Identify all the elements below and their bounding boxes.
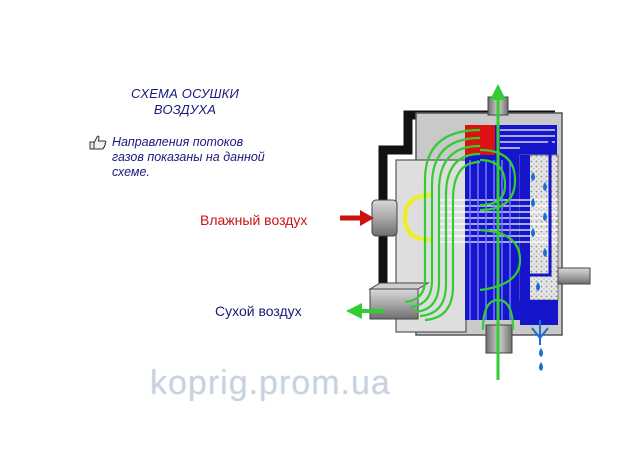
- pointing-hand-icon: [89, 135, 107, 150]
- dry-air-arrow: [346, 303, 384, 319]
- wet-air-label: Влажный воздух: [200, 212, 308, 228]
- outlet-pipe: [368, 282, 430, 320]
- yellow-inlet-flow: [402, 193, 433, 242]
- note-line-3: схеме.: [112, 165, 150, 179]
- drain-valve-icon: [531, 320, 549, 371]
- cold-flow-arrow: [520, 138, 557, 277]
- green-vertical-flow: [481, 84, 515, 380]
- dry-air-label: Сухой воздух: [215, 303, 302, 319]
- condensate-drops: [531, 172, 547, 291]
- flow-direction-note: Направления потоков газов показаны на да…: [112, 135, 287, 180]
- diagram-title: СХЕМА ОСУШКИ ВОЗДУХА: [100, 86, 270, 118]
- note-line-1: Направления потоков: [112, 135, 244, 149]
- title-line-2: ВОЗДУХА: [153, 102, 217, 117]
- note-line-2: газов показаны на данной: [112, 150, 265, 164]
- condensate-pipe: [557, 267, 591, 285]
- watermark: koprig.prom.ua: [150, 364, 391, 402]
- vertical-plates: [469, 160, 511, 320]
- inlet-pipe: [371, 199, 398, 237]
- title-line-1: СХЕМА ОСУШКИ: [131, 86, 239, 101]
- wet-air-arrow: [340, 210, 374, 226]
